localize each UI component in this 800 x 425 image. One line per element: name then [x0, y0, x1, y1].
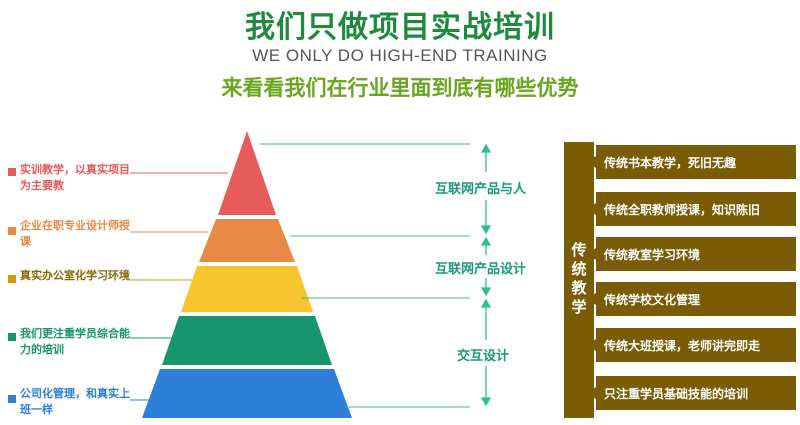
traditional-item-6: 只注重学员基础技能的培训 — [587, 376, 796, 410]
level-1-marker — [8, 168, 16, 176]
subtitle-english: WE ONLY DO HIGH-END TRAINING — [252, 46, 548, 65]
traditional-item-3: 传统教室学习环境 — [587, 237, 796, 271]
pyramid-level-5 — [142, 369, 352, 418]
level-4-label: 我们更注重学员综合能力的培训 — [20, 327, 130, 356]
level-1-label: 实训教学，以真实项目为主要教 — [20, 163, 130, 192]
level-5-marker — [8, 395, 16, 403]
middle-label-product-design: 互联网产品设计 — [435, 262, 527, 277]
traditional-item-1: 传统书本教学，死旧无趣 — [587, 145, 796, 179]
middle-label-product-people: 互联网产品与人 — [435, 182, 527, 197]
level-3-label: 真实办公室化学习环境 — [20, 269, 130, 282]
middle-label-interaction-design: 交互设计 — [457, 349, 510, 364]
pyramid-level-2 — [199, 219, 295, 262]
traditional-item-5: 传统大班授课，老师讲完即走 — [587, 328, 796, 362]
level-4-marker — [8, 333, 16, 341]
pyramid-level-1 — [218, 131, 276, 215]
subtitle-chinese: 来看看我们在行业里面到底有哪些优势 — [221, 76, 579, 100]
level-2-label: 企业在职专业设计师授课 — [20, 219, 130, 248]
traditional-item-2: 传统全职教师授课，知识陈旧 — [587, 192, 796, 226]
page-title: 我们只做项目实战培训 — [245, 10, 555, 45]
level-2-marker — [8, 227, 16, 235]
traditional-item-4: 传统学校文化管理 — [587, 282, 796, 316]
pyramid-level-3 — [181, 266, 313, 312]
level-5-label: 公司化管理，和真实上班一样 — [20, 387, 130, 416]
traditional-teaching-title: 传统教学 — [564, 142, 594, 418]
pyramid-level-4 — [162, 316, 332, 365]
level-3-marker — [8, 275, 16, 283]
